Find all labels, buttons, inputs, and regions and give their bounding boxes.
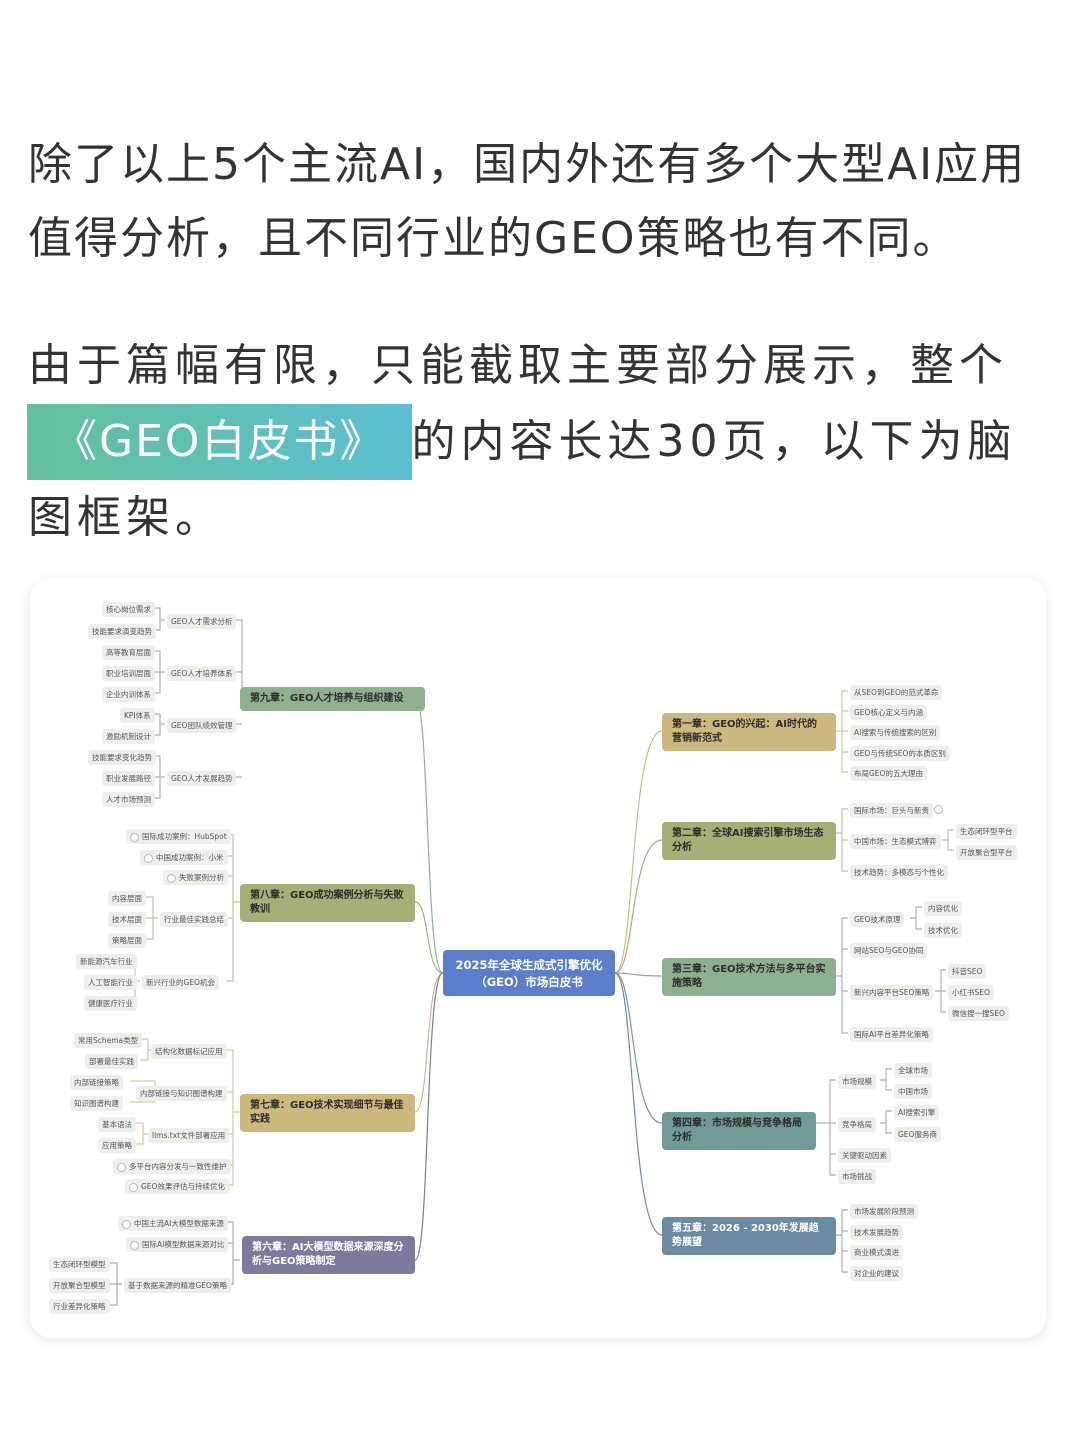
- ch7-branch[interactable]: llms.txt文件部署应用: [148, 1128, 230, 1143]
- ch4-branch[interactable]: 市场规模: [838, 1074, 876, 1089]
- ch6-branch[interactable]: 国际AI模型数据来源对比: [126, 1237, 229, 1252]
- ch9-leaf[interactable]: KPI体系: [120, 708, 155, 723]
- ch1-branch[interactable]: 从SEO到GEO的范式革命: [850, 685, 943, 700]
- ch8-branch[interactable]: 国际成功案例：HubSpot: [126, 829, 231, 844]
- ch4-leaf[interactable]: GEO服务商: [894, 1127, 941, 1142]
- chapter-3-node[interactable]: 第三章：GEO技术方法与多平台实施策略: [662, 958, 836, 996]
- collapse-icon[interactable]: [129, 1182, 138, 1192]
- ch3-leaf[interactable]: 微信搜一搜SEO: [948, 1006, 1009, 1021]
- ch3-leaf[interactable]: 小红书SEO: [948, 985, 994, 1000]
- ch8-leaf[interactable]: 内容层面: [108, 891, 146, 906]
- ch9-branch[interactable]: GEO人才培养体系: [167, 666, 237, 681]
- paragraph-2-text-before: 由于篇幅有限，只能截取主要部分展示，整个: [28, 340, 1008, 391]
- collapse-icon[interactable]: [122, 1219, 131, 1229]
- ch3-branch[interactable]: 新兴内容平台SEO策略: [850, 985, 934, 1000]
- ch9-branch[interactable]: GEO人才需求分析: [167, 614, 237, 629]
- mindmap-root-node[interactable]: 2025年全球生成式引擎优化（GEO）市场白皮书: [443, 950, 615, 996]
- ch9-leaf[interactable]: 核心岗位需求: [102, 602, 155, 617]
- ch7-branch[interactable]: 结构化数据标记应用: [151, 1044, 227, 1059]
- ch3-leaf[interactable]: 技术优化: [924, 923, 962, 938]
- ch9-leaf[interactable]: 职业培训层面: [102, 666, 155, 681]
- ch9-leaf[interactable]: 技能要求变化趋势: [88, 750, 156, 765]
- ch7-leaf[interactable]: 内部链接策略: [70, 1075, 123, 1090]
- collapse-icon[interactable]: [130, 1240, 139, 1250]
- ch2-branch[interactable]: 国际市场：巨头与新贵: [850, 803, 933, 818]
- ch6-leaf[interactable]: 行业差异化策略: [49, 1299, 110, 1314]
- collapse-icon[interactable]: [130, 832, 139, 842]
- ch6-branch[interactable]: 基于数据来源的精准GEO策略: [124, 1278, 231, 1293]
- ch4-leaf[interactable]: 全球市场: [894, 1063, 932, 1078]
- ch8-leaf[interactable]: 技术层面: [108, 912, 146, 927]
- ch3-leaf[interactable]: 抖音SEO: [948, 964, 987, 979]
- ch8-leaf[interactable]: 策略层面: [108, 933, 146, 948]
- ch3-branch[interactable]: GEO技术原理: [850, 912, 905, 927]
- chapter-4-node[interactable]: 第四章：市场规模与竞争格局分析: [662, 1112, 816, 1150]
- ch7-branch[interactable]: GEO效果评估与持续优化: [125, 1179, 229, 1194]
- chapter-7-node[interactable]: 第七章：GEO技术实现细节与最佳实践: [240, 1094, 415, 1132]
- ch8-leaf[interactable]: 人工智能行业: [84, 975, 137, 990]
- collapse-icon[interactable]: [117, 1162, 126, 1172]
- ch6-branch[interactable]: 中国主流AI大模型数据来源: [118, 1216, 228, 1231]
- ch9-branch[interactable]: GEO人才发展趋势: [167, 771, 237, 786]
- ch5-branch[interactable]: 商业模式演进: [850, 1245, 903, 1260]
- ch9-leaf[interactable]: 高等教育层面: [102, 645, 155, 660]
- ch7-branch[interactable]: 内部链接与知识图谱构建: [136, 1086, 227, 1101]
- collapse-icon[interactable]: [144, 853, 153, 863]
- ch5-branch[interactable]: 技术发展趋势: [850, 1225, 903, 1240]
- chapter-5-node[interactable]: 第五章：2026 - 2030年发展趋势展望: [662, 1217, 836, 1255]
- ch3-leaf[interactable]: 内容优化: [924, 901, 962, 916]
- ch9-leaf[interactable]: 职业发展路径: [102, 771, 155, 786]
- ch6-leaf[interactable]: 生态闭环型模型: [49, 1257, 110, 1272]
- collapse-icon[interactable]: [167, 873, 176, 883]
- ch2-branch[interactable]: 中国市场：生态模式博弈: [850, 834, 941, 849]
- ch7-branch[interactable]: 多平台内容分发与一致性维护: [113, 1159, 231, 1174]
- ch7-leaf[interactable]: 常用Schema类型: [74, 1033, 143, 1048]
- ch4-leaf[interactable]: 中国市场: [894, 1084, 932, 1099]
- article-paragraph-2: 由于篇幅有限，只能截取主要部分展示，整个《GEO白皮书》的内容长达30页，以下为…: [27, 328, 1058, 556]
- ch2-branch[interactable]: 技术趋势：多模态与个性化: [850, 865, 948, 880]
- ch1-branch[interactable]: GEO与传统SEO的本质区别: [850, 746, 950, 761]
- ch4-branch[interactable]: 市场挑战: [838, 1169, 876, 1184]
- ch9-leaf[interactable]: 企业内训体系: [102, 687, 155, 702]
- ch9-leaf[interactable]: 人才市场预测: [102, 792, 155, 807]
- paragraph-2-text-after: 的内容长达30页，以下为脑图框架。: [28, 416, 1017, 543]
- collapse-icon[interactable]: [934, 805, 943, 814]
- ch8-leaf[interactable]: 健康医疗行业: [84, 996, 137, 1011]
- ch8-branch[interactable]: 新兴行业的GEO机会: [142, 975, 219, 990]
- ch3-branch[interactable]: 国际AI平台差异化策略: [850, 1027, 933, 1042]
- ch4-leaf[interactable]: AI搜索引擎: [894, 1105, 940, 1120]
- ch8-branch[interactable]: 失败案例分析: [163, 870, 228, 885]
- ch9-leaf[interactable]: 激励机制设计: [102, 729, 155, 744]
- ch9-leaf[interactable]: 技能要求演变趋势: [88, 624, 156, 639]
- ch7-leaf[interactable]: 知识图谱构建: [70, 1096, 123, 1111]
- ch6-leaf[interactable]: 开放聚合型模型: [49, 1278, 110, 1293]
- ch7-leaf[interactable]: 应用策略: [98, 1138, 136, 1153]
- whitepaper-title-highlight: 《GEO白皮书》: [27, 404, 412, 480]
- ch1-branch[interactable]: GEO核心定义与内涵: [850, 705, 927, 720]
- chapter-2-node[interactable]: 第二章：全球AI搜索引擎市场生态分析: [662, 822, 836, 860]
- ch2-leaf[interactable]: 开放聚合型平台: [956, 845, 1017, 860]
- chapter-1-node[interactable]: 第一章：GEO的兴起：AI时代的营销新范式: [662, 713, 836, 751]
- ch5-branch[interactable]: 市场发展阶段预测: [850, 1204, 918, 1219]
- chapter-9-node[interactable]: 第九章：GEO人才培养与组织建设: [240, 687, 425, 711]
- ch4-branch[interactable]: 关键驱动因素: [838, 1148, 891, 1163]
- mindmap-card: 2025年全球生成式引擎优化（GEO）市场白皮书 第九章：GEO人才培养与组织建…: [30, 578, 1046, 1338]
- chapter-8-node[interactable]: 第八章：GEO成功案例分析与失败教训: [240, 884, 415, 922]
- ch7-leaf[interactable]: 部署最佳实践: [85, 1054, 138, 1069]
- article-paragraph-1: 除了以上5个主流AI，国内外还有多个大型AI应用值得分析，且不同行业的GEO策略…: [28, 139, 1027, 264]
- ch1-branch[interactable]: AI搜索与传统搜索的区别: [850, 725, 941, 740]
- ch8-leaf[interactable]: 新能源汽车行业: [76, 954, 137, 969]
- ch4-branch[interactable]: 竞争格局: [838, 1117, 876, 1132]
- ch2-leaf[interactable]: 生态闭环型平台: [956, 824, 1017, 839]
- ch3-branch[interactable]: 网站SEO与GEO协同: [850, 943, 928, 958]
- ch7-leaf[interactable]: 基本语法: [98, 1117, 136, 1132]
- ch5-branch[interactable]: 对企业的建议: [850, 1266, 903, 1281]
- ch8-branch[interactable]: 行业最佳实践总结: [160, 912, 228, 927]
- ch8-branch[interactable]: 中国成功案例：小米: [140, 850, 228, 865]
- chapter-6-node[interactable]: 第六章：AI大模型数据来源深度分析与GEO策略制定: [242, 1236, 415, 1274]
- ch1-branch[interactable]: 布局GEO的五大理由: [850, 766, 927, 781]
- ch9-branch[interactable]: GEO团队绩效管理: [167, 718, 237, 733]
